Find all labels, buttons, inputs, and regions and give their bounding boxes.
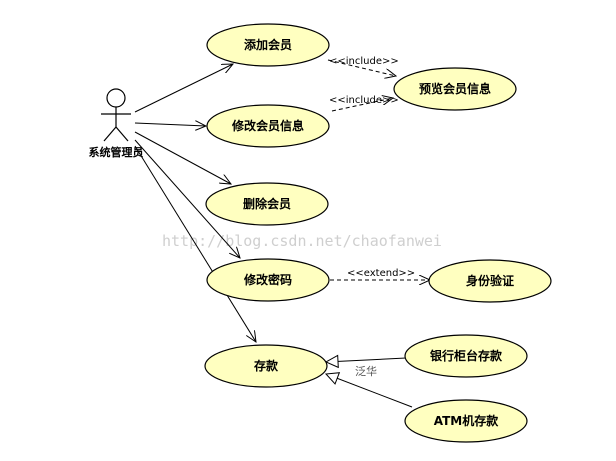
assoc-add-member (134, 64, 233, 113)
use-case-ellipse (428, 259, 552, 303)
use-case-ellipse (206, 104, 330, 148)
use-case-bank-counter-deposit[interactable]: 银行柜台存款 (404, 334, 528, 378)
use-case-identity-verification[interactable]: 身份验证 (428, 259, 552, 303)
assoc-edit-member-info (134, 123, 206, 126)
use-case-deposit[interactable]: 存款 (204, 344, 328, 388)
extend-label: <<extend>> (347, 268, 415, 279)
use-case-delete-member[interactable]: 删除会员 (205, 182, 329, 226)
use-case-preview-member-info[interactable]: 预览会员信息 (393, 67, 517, 111)
use-case-atm-deposit[interactable]: ATM机存款 (404, 399, 528, 443)
use-case-change-password[interactable]: 修改密码 (206, 258, 330, 302)
generalization-atm-to-deposit (326, 374, 413, 408)
use-case-ellipse (204, 344, 328, 388)
use-case-ellipse (206, 23, 330, 67)
use-case-label: 预览会员信息 (419, 81, 491, 96)
use-case-ellipse (393, 67, 517, 111)
generalization-label: 泛华 (355, 364, 377, 378)
actor-head (106, 88, 126, 108)
use-case-ellipse (206, 258, 330, 302)
use-case-label: 身份验证 (466, 273, 514, 288)
use-case-add-member[interactable]: 添加会员 (206, 23, 330, 67)
actor-left-leg (103, 126, 117, 142)
use-case-label: 修改密码 (243, 272, 292, 287)
include-add-to-preview (327, 59, 396, 76)
actor-label: 系统管理员 (89, 145, 144, 159)
actor-system-admin[interactable]: 系统管理员 (89, 88, 144, 159)
actor-right-leg (115, 126, 129, 142)
use-case-edit-member-info[interactable]: 修改会员信息 (206, 104, 330, 148)
use-case-label: 银行柜台存款 (430, 348, 503, 363)
include-label-2: <<include>> (329, 95, 399, 106)
use-case-label: 添加会员 (244, 37, 292, 52)
include-label-1: <<include>> (329, 56, 399, 67)
use-case-label: ATM机存款 (434, 413, 499, 428)
assoc-change-password (134, 139, 240, 258)
assoc-deposit (134, 145, 256, 342)
watermark-text: http://blog.csdn.net/chaofanwei (162, 232, 442, 250)
use-case-label: 删除会员 (243, 196, 291, 211)
use-case-ellipse (205, 182, 329, 226)
include-edit-to-preview (331, 98, 393, 112)
use-case-label: 存款 (253, 358, 279, 373)
assoc-delete-member (134, 131, 231, 184)
use-case-ellipse (404, 399, 528, 443)
generalization-counter-to-deposit (326, 358, 407, 362)
use-case-ellipse (404, 334, 528, 378)
use-case-label: 修改会员信息 (231, 118, 304, 133)
